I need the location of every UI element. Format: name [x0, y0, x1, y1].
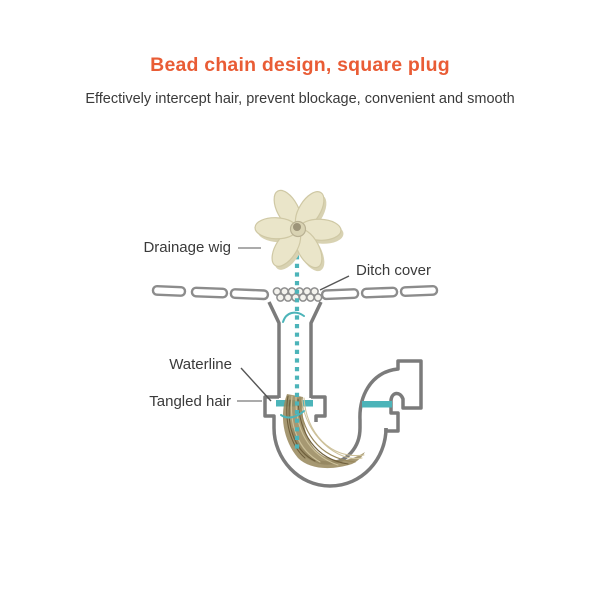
elbow-and-outlet — [358, 359, 423, 433]
hair-body — [282, 394, 365, 469]
grate-bead — [306, 293, 315, 302]
waterline-leader — [240, 367, 272, 402]
diagram-labels: Drainage wig Ditch cover Waterline Tangl… — [143, 239, 431, 410]
ditch-cover-grate — [272, 287, 323, 302]
flower-center-knob — [293, 223, 301, 231]
flow-arrow — [282, 311, 305, 323]
waterline-bar-right — [362, 401, 392, 408]
waterline-label: Waterline — [169, 356, 232, 373]
grate-bead — [298, 293, 308, 302]
leader-lines — [237, 247, 350, 402]
floor-tile — [190, 286, 229, 299]
tangled-hair-label: Tangled hair — [149, 393, 231, 410]
page-subtitle: Effectively intercept hair, prevent bloc… — [85, 91, 515, 107]
trap-inlet-nut — [263, 395, 327, 428]
floor-tile — [151, 285, 187, 297]
floor-tile — [229, 288, 270, 301]
grate-bead — [313, 293, 323, 302]
hair-strand — [297, 398, 349, 465]
u-bend-outer — [272, 427, 388, 488]
hair-strand — [299, 396, 356, 463]
hair-strand — [288, 399, 316, 462]
hair-strand — [295, 396, 339, 466]
grate-bead — [276, 293, 285, 302]
floor-tiles — [151, 284, 439, 301]
ditch-cover-leader — [319, 275, 350, 291]
flower-plug — [254, 189, 344, 272]
hair-strand — [303, 397, 365, 457]
floor-tile — [320, 288, 360, 301]
inlet-pipe-left-wall — [267, 301, 281, 398]
inlet-pipe — [267, 301, 323, 398]
page-title: Bead chain design, square plug — [150, 54, 450, 76]
floor-tile — [399, 284, 439, 297]
hair-strand — [286, 395, 306, 459]
drainage-wig-label: Drainage wig — [143, 239, 231, 256]
ditch-cover-label: Ditch cover — [356, 262, 431, 279]
hair-strand — [290, 395, 321, 463]
floor-tile — [360, 286, 399, 299]
inlet-pipe-right-wall — [309, 301, 323, 398]
nut-left — [263, 395, 279, 428]
hair-squiggle — [280, 410, 305, 419]
grate-bead — [283, 293, 293, 302]
nut-right — [311, 395, 327, 422]
